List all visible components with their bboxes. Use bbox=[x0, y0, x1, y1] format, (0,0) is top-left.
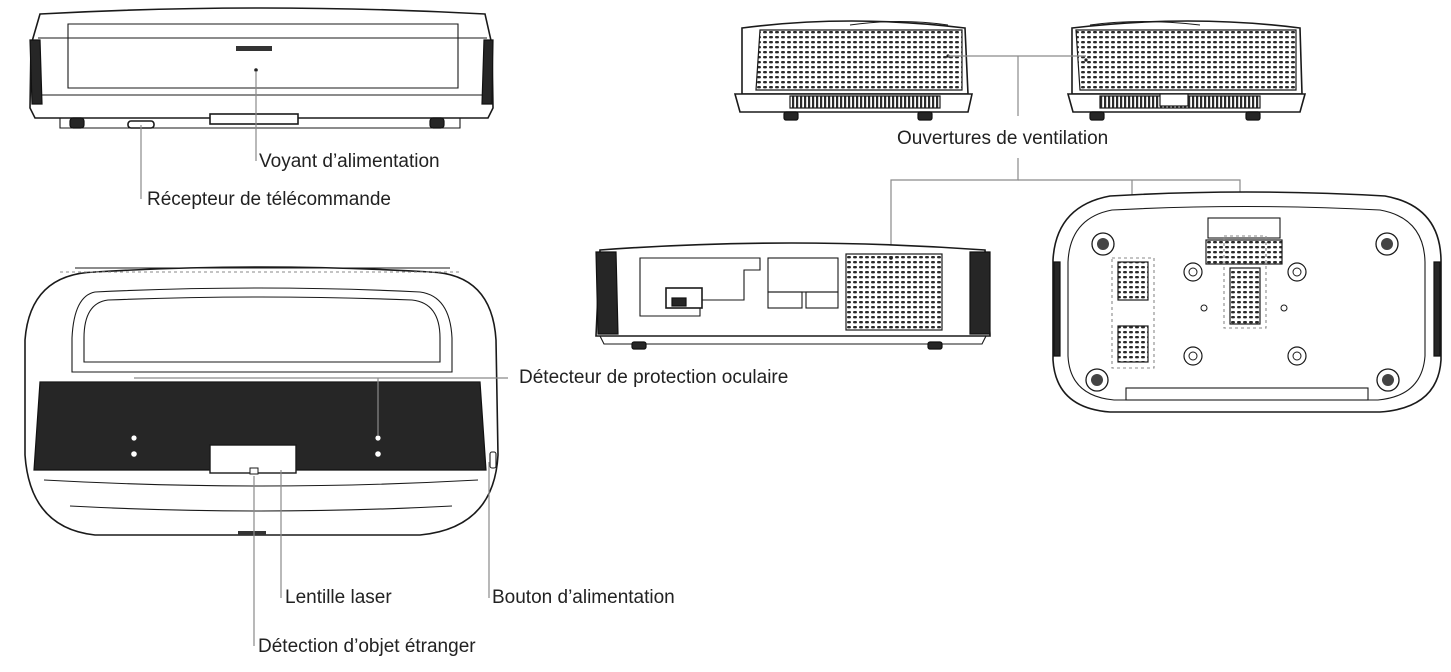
label-power-indicator: Voyant d’alimentation bbox=[259, 151, 440, 172]
label-foreign-object: Détection d’objet étranger bbox=[258, 636, 476, 657]
label-eye-protection: Détecteur de protection oculaire bbox=[519, 367, 789, 388]
label-laser-lens: Lentille laser bbox=[285, 587, 392, 608]
top-view bbox=[24, 266, 499, 536]
right-side-view bbox=[1066, 20, 1307, 121]
rear-view bbox=[595, 242, 991, 350]
label-remote-receiver: Récepteur de télécommande bbox=[147, 189, 391, 210]
left-side-view bbox=[733, 20, 973, 121]
bottom-view bbox=[1052, 191, 1442, 413]
label-power-button: Bouton d’alimentation bbox=[492, 587, 675, 608]
label-ventilation: Ouvertures de ventilation bbox=[897, 128, 1109, 149]
front-view bbox=[29, 7, 494, 129]
